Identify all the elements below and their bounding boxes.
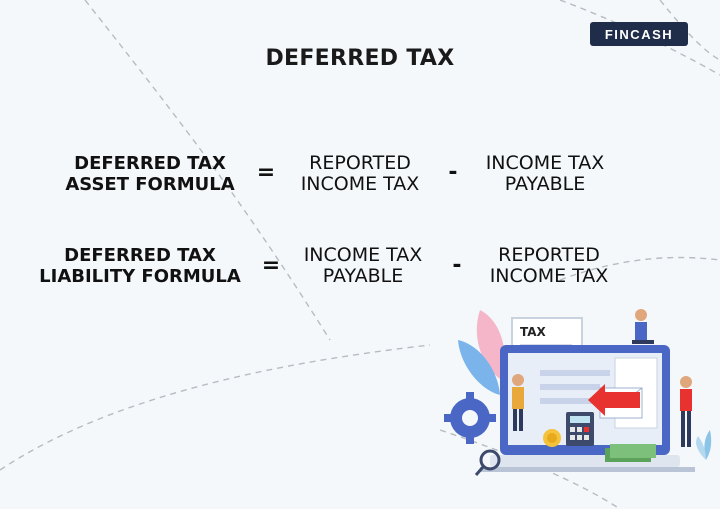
person-figure	[632, 309, 654, 344]
equals-sign: =	[256, 160, 276, 185]
tax-illustration: TAX	[444, 309, 712, 476]
minus-sign: -	[448, 160, 458, 185]
minus-sign: -	[452, 253, 462, 278]
asset-formula-label: DEFERRED TAX ASSET FORMULA	[65, 153, 235, 195]
asset-term-reported-income-tax: REPORTED INCOME TAX	[300, 152, 420, 195]
liability-term-reported-income-tax: REPORTED INCOME TAX	[489, 244, 609, 287]
page-title: DEFERRED TAX	[265, 46, 455, 71]
monitor-icon	[500, 345, 670, 455]
leaf-icon	[458, 310, 505, 395]
asset-term-income-tax-payable: INCOME TAX PAYABLE	[485, 152, 605, 195]
fincash-logo: FINCASH	[590, 22, 688, 46]
magnifier-icon	[474, 449, 501, 476]
coin-icon	[543, 429, 561, 447]
person-figure	[680, 376, 692, 447]
plant-icon	[696, 430, 712, 460]
liability-formula-label: DEFERRED TAX LIABILITY FORMULA	[39, 245, 241, 287]
logo-text: FINCASH	[604, 26, 674, 42]
gear-icon	[444, 392, 496, 444]
money-icon	[605, 444, 656, 462]
mail-icon	[588, 384, 643, 419]
liability-term-income-tax-payable: INCOME TAX PAYABLE	[303, 244, 423, 287]
person-figure	[512, 374, 524, 431]
calculator-icon	[566, 412, 594, 446]
document-label: TAX	[520, 325, 547, 339]
equals-sign: =	[261, 253, 281, 278]
